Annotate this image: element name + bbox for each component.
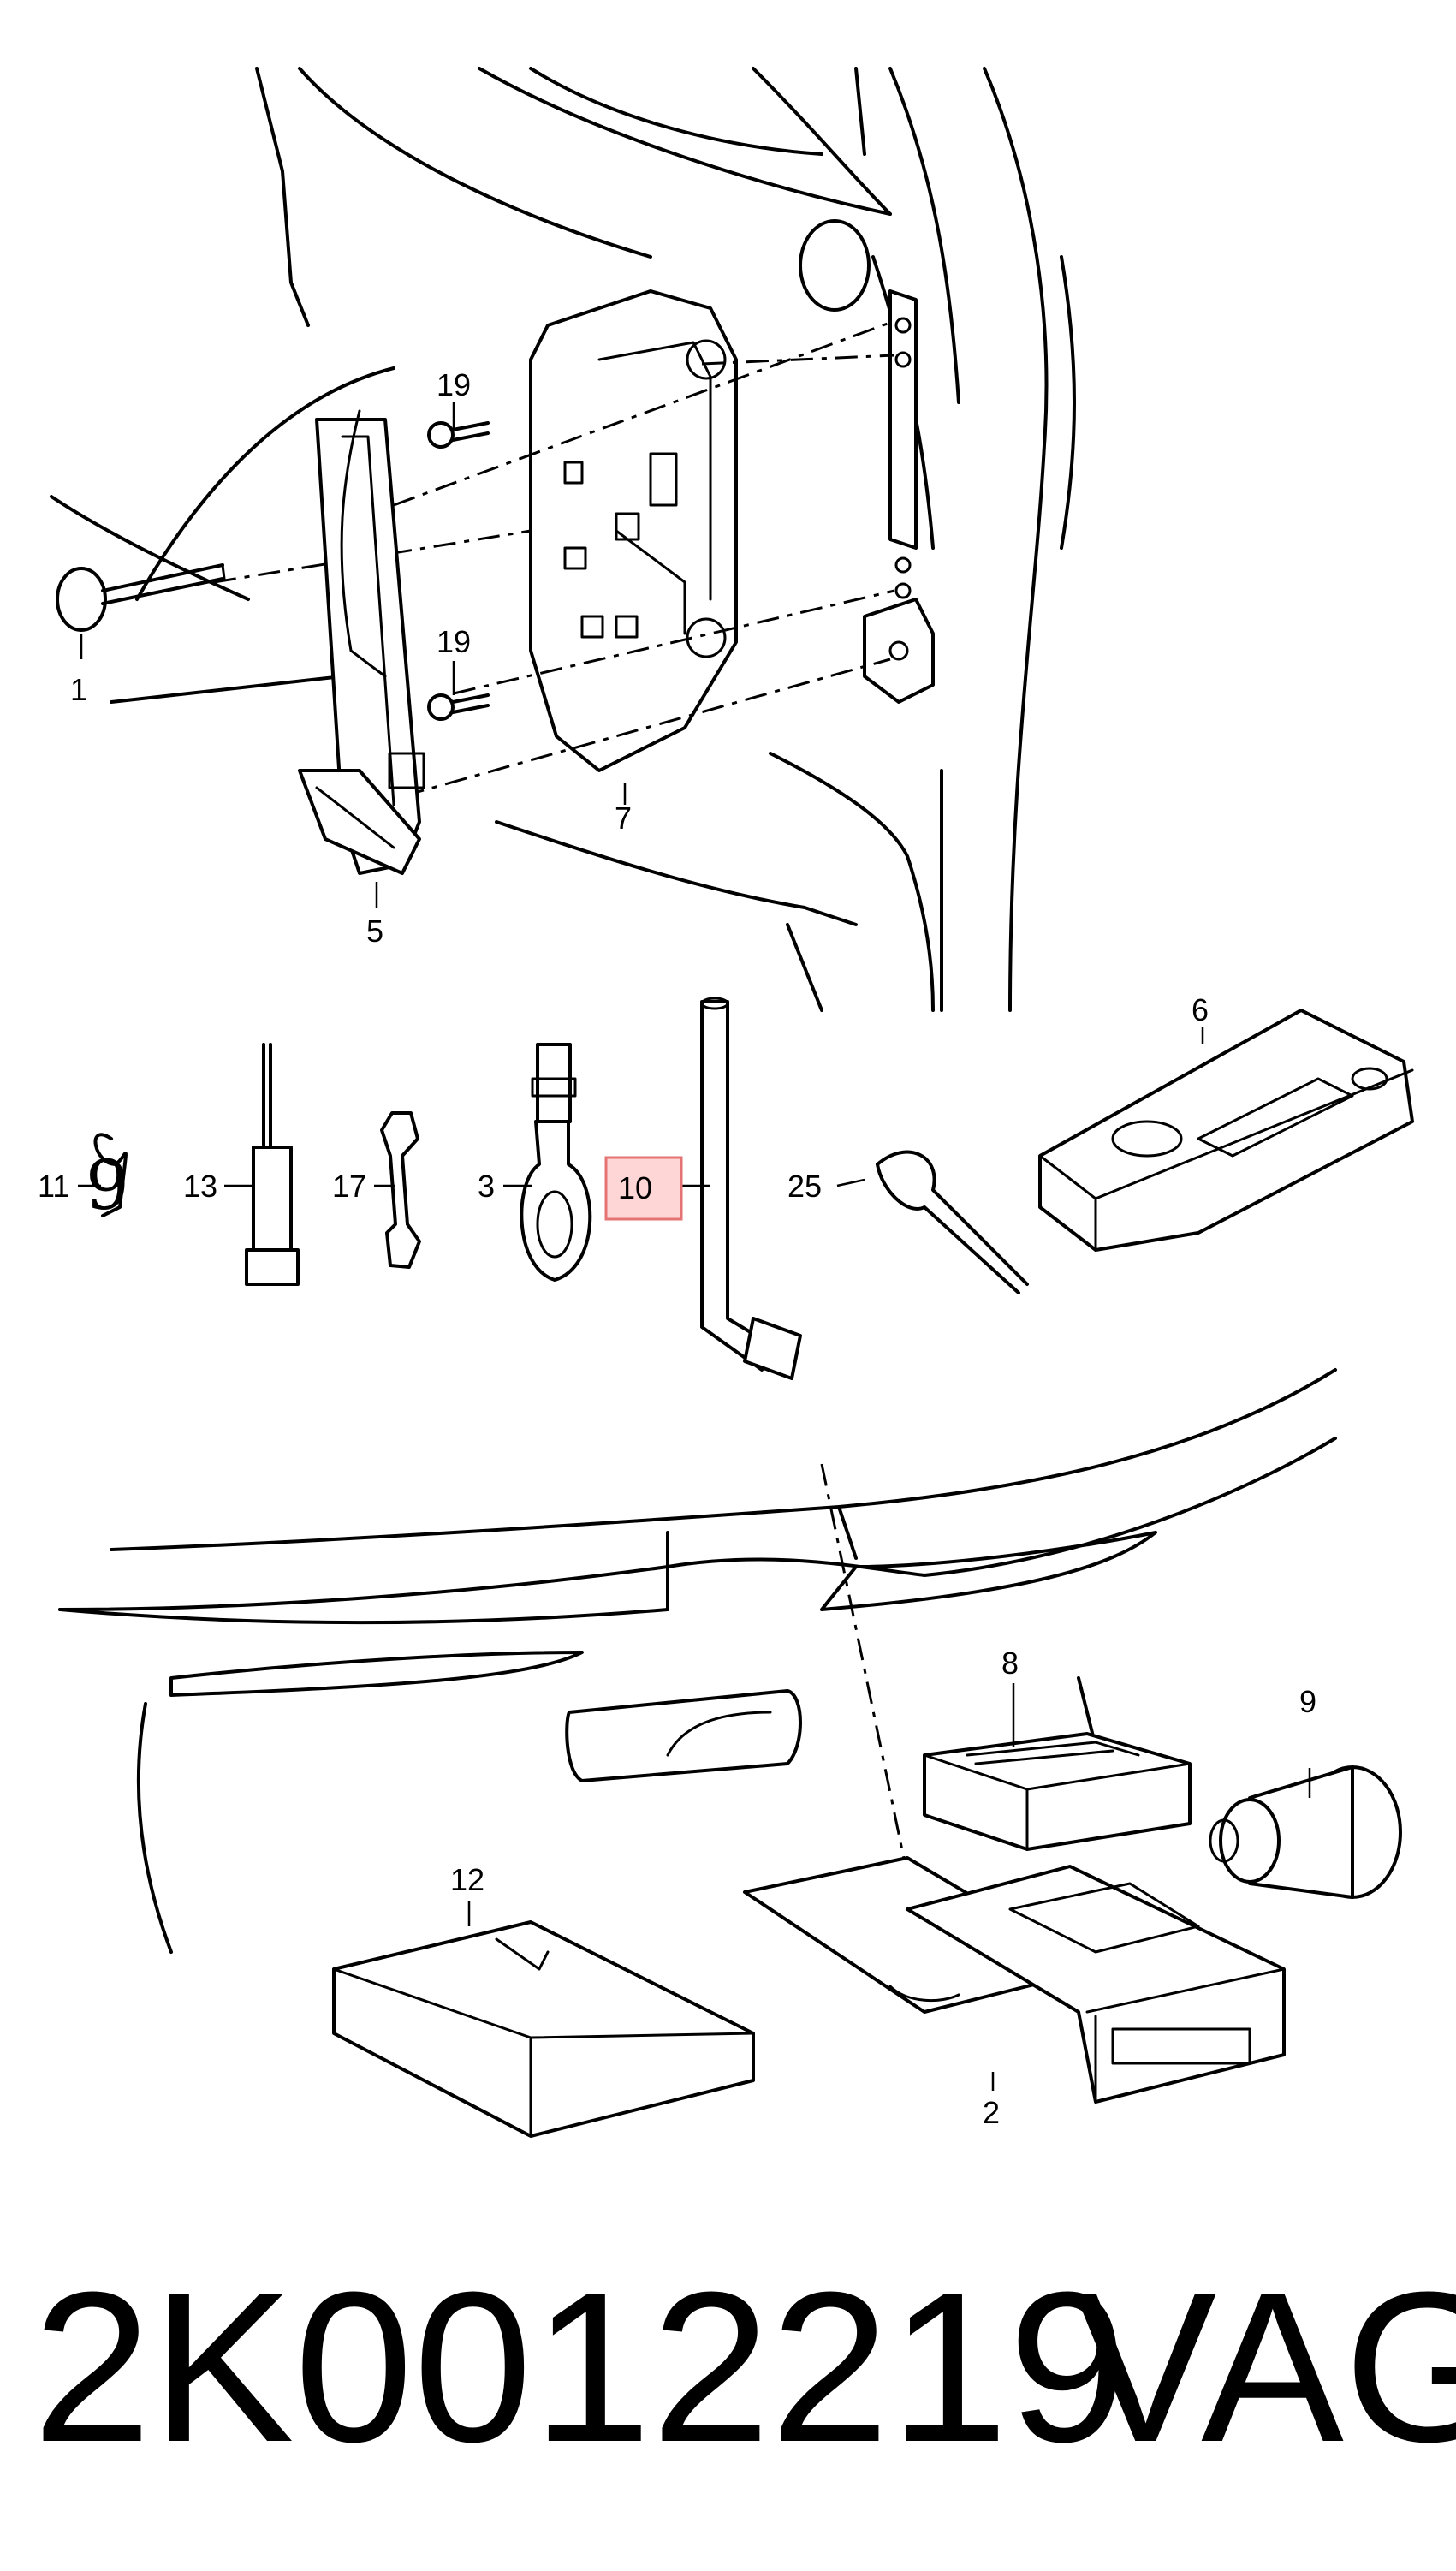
callout-9: 9 [1299, 1684, 1316, 1719]
jack-part-5 [298, 409, 425, 875]
part-number-text: 2K0012219 [33, 2247, 1128, 2486]
parts-diagram: 1 2 3 5 6 7 8 9 10 11 9 12 13 17 19 19 2… [38, 67, 1414, 2138]
wrench-part-17 [380, 1111, 421, 1269]
callout-19-lower: 19 [437, 624, 471, 659]
foam-insert-part-6 [1038, 1009, 1414, 1252]
callout-11-handwritten-9: 9 [86, 1146, 129, 1225]
highlight-box [604, 1156, 683, 1221]
callout-13: 13 [183, 1169, 217, 1204]
bolt-part-19-upper [427, 421, 490, 449]
callout-12: 12 [450, 1862, 484, 1897]
sealant-bottle-part-9 [1209, 1765, 1402, 1899]
callout-19-upper: 19 [437, 367, 471, 402]
towing-eye-part-3 [520, 1043, 592, 1282]
leader-lines [78, 402, 1311, 2091]
callout-2: 2 [983, 2095, 1000, 2130]
screwdriver-part-13 [245, 1043, 300, 1286]
callout-7: 7 [615, 800, 632, 836]
trunk-floor-drawing [58, 1368, 1337, 1954]
callout-3: 3 [478, 1169, 495, 1204]
callout-5: 5 [366, 914, 383, 949]
bolt-part-19-lower [427, 693, 490, 721]
callout-11: 11 [38, 1169, 69, 1204]
knob-part-1 [56, 563, 226, 632]
callout-8: 8 [1001, 1646, 1019, 1681]
foam-pad-part-12 [332, 1920, 755, 2138]
callout-17: 17 [332, 1169, 366, 1204]
brand-text: VAG [1074, 2247, 1456, 2486]
side-panel-drawing [50, 67, 1076, 1012]
callout-10: 10 [618, 1170, 652, 1205]
callout-25: 25 [787, 1169, 822, 1204]
callout-6: 6 [1192, 992, 1209, 1027]
manual-part-11 [93, 1133, 128, 1217]
toolbox-part-2 [743, 1856, 1286, 2104]
strap-part-25 [876, 1150, 1029, 1294]
callout-1: 1 [70, 672, 87, 707]
compressor-part-8 [923, 1732, 1192, 1851]
callout-labels: 1 2 3 5 6 7 8 9 10 11 9 12 13 17 19 19 2… [38, 367, 1316, 2130]
wheel-wrench-part-10 [700, 997, 802, 1380]
